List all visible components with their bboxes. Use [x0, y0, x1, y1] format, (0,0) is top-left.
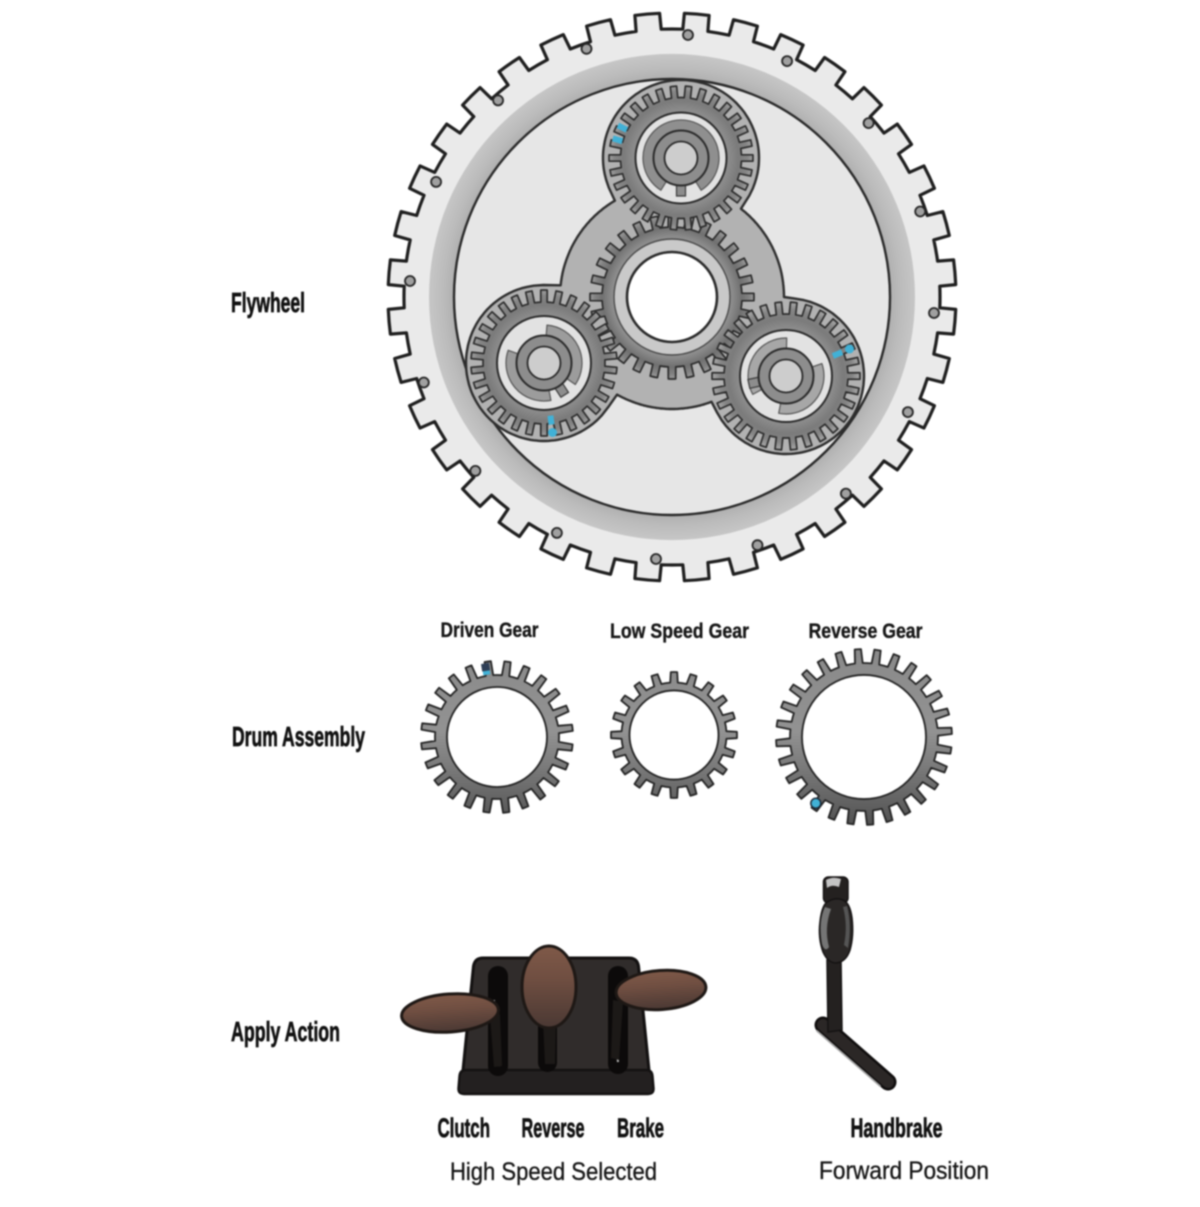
- svg-text:Driven Gear: Driven Gear: [441, 619, 539, 642]
- svg-text:High Speed Selected: High Speed Selected: [450, 1158, 657, 1186]
- svg-text:Flywheel: Flywheel: [231, 287, 305, 318]
- svg-text:Clutch: Clutch: [438, 1113, 491, 1143]
- svg-text:Drum Assembly: Drum Assembly: [232, 721, 365, 752]
- svg-text:Brake: Brake: [617, 1113, 664, 1143]
- svg-text:Apply Action: Apply Action: [231, 1016, 340, 1047]
- svg-text:Reverse Gear: Reverse Gear: [809, 620, 923, 643]
- svg-text:Reverse: Reverse: [522, 1113, 585, 1143]
- svg-text:Handbrake: Handbrake: [851, 1113, 943, 1143]
- svg-text:Low Speed Gear: Low Speed Gear: [610, 620, 749, 643]
- svg-text:Forward Position: Forward Position: [819, 1157, 989, 1185]
